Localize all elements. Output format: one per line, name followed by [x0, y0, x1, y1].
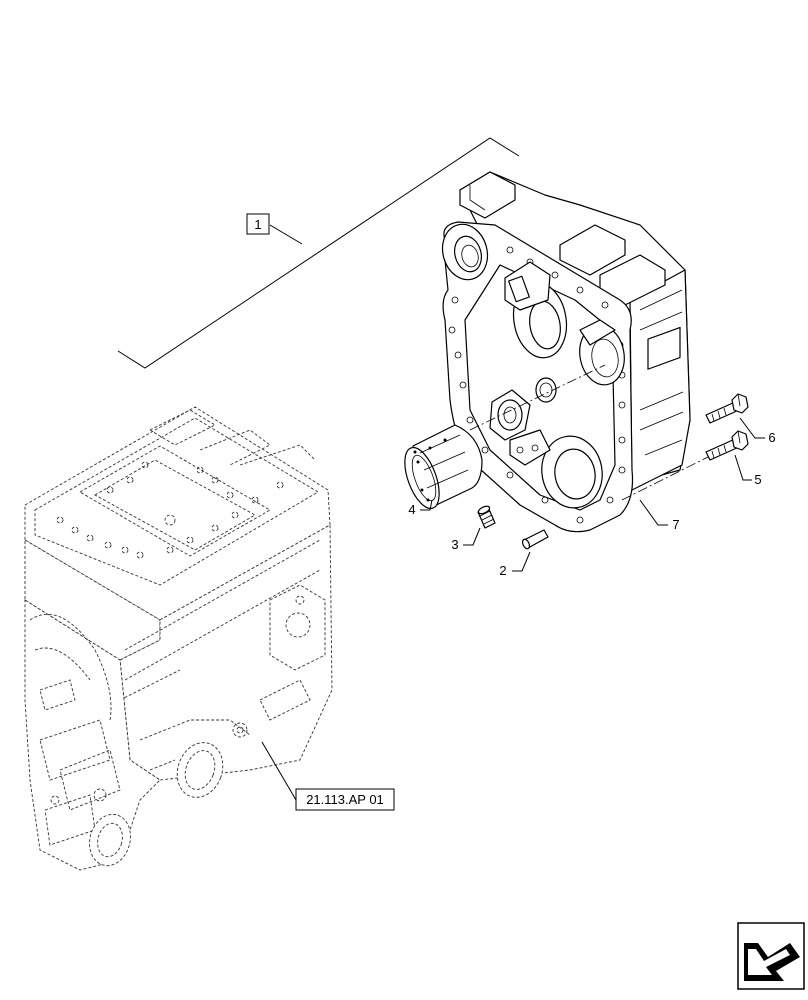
- callout-3[interactable]: 3: [451, 527, 481, 552]
- bushing-centerline: [469, 364, 606, 431]
- reference-leader: [261, 741, 297, 801]
- reference-callout-label: 21.113.AP 01: [306, 792, 384, 807]
- callout-6-label: 6: [768, 430, 775, 445]
- group-bracket: [117, 137, 520, 369]
- callout-1[interactable]: 1: [246, 213, 270, 235]
- callout-5[interactable]: 5: [734, 454, 762, 487]
- bolt-centerline: [621, 454, 713, 501]
- dowel-pin-part-2: [521, 529, 549, 550]
- callout-1-label: 1: [254, 217, 261, 232]
- callout-2-label: 2: [499, 563, 506, 578]
- callout-7-label: 7: [672, 517, 679, 532]
- callout-2[interactable]: 2: [499, 551, 531, 578]
- callout-4[interactable]: 4: [408, 499, 433, 517]
- callout-5-label: 5: [754, 472, 761, 487]
- callout-7[interactable]: 7: [639, 499, 680, 532]
- bolt-part-5: [705, 430, 749, 461]
- reference-housing-phantom: [24, 406, 333, 871]
- bushing-part-4: [404, 424, 483, 510]
- callout-3-label: 3: [451, 537, 458, 552]
- threaded-plug-part-3: [477, 505, 496, 529]
- reference-callout-21-113-ap-01[interactable]: 21.113.AP 01: [295, 788, 395, 811]
- return-arrow-icon[interactable]: [737, 922, 805, 990]
- callout-4-label: 4: [408, 502, 415, 517]
- callout-6[interactable]: 6: [739, 417, 776, 445]
- bolt-part-6: [705, 393, 749, 424]
- housing-cover-part-7: [441, 171, 691, 533]
